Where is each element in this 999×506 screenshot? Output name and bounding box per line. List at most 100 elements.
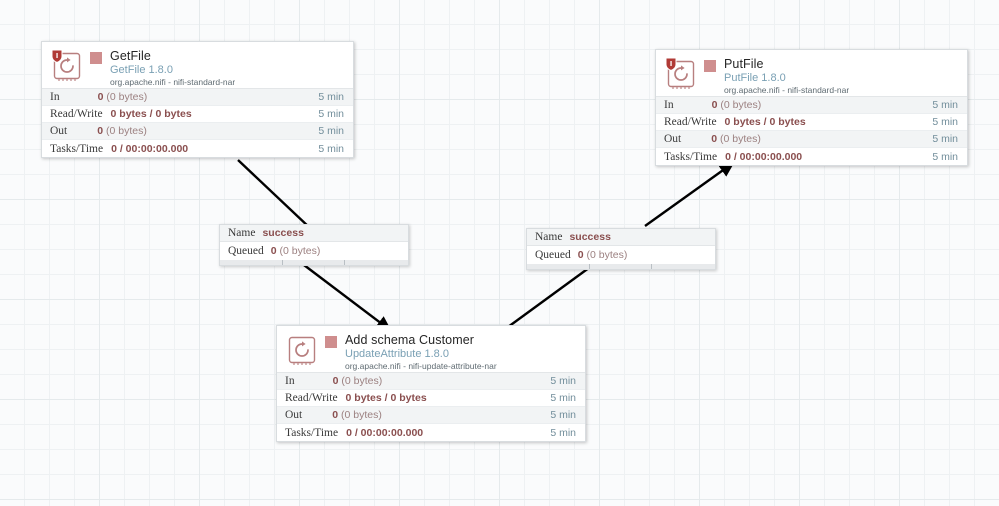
stat-value-read-write: 0 bytes / 0 bytes	[345, 392, 427, 404]
processor-icon	[50, 49, 84, 83]
stat-label-read-write: Read/Write	[664, 116, 717, 128]
stat-label-read-write: Read/Write	[50, 108, 103, 120]
stat-number: 0	[97, 91, 104, 103]
stat-time-in: 5 min	[318, 91, 344, 103]
processor-bundle: org.apache.nifi - nifi-standard-nar	[110, 77, 236, 88]
stat-time-in: 5 min	[932, 99, 958, 111]
queued-size: (0 bytes)	[586, 248, 628, 261]
stat-row: Tasks/Time 0 / 00:00:00.000 5 min	[277, 424, 585, 441]
processor-putfile[interactable]: PutFile PutFile 1.8.0 org.apache.nifi - …	[655, 49, 968, 166]
stat-time-in: 5 min	[550, 375, 576, 387]
stat-time-read-write: 5 min	[550, 392, 576, 404]
processor-header: GetFile GetFile 1.8.0 org.apache.nifi - …	[42, 42, 353, 88]
edge-updateattribute-to-label	[507, 261, 598, 328]
processor-name: GetFile	[110, 49, 151, 63]
stat-row: In 0 (0 bytes) 5 min	[277, 373, 585, 390]
stat-label-tasks-time: Tasks/Time	[664, 150, 718, 163]
stat-label-in: In	[664, 99, 674, 111]
processor-titles: PutFile PutFile 1.8.0 org.apache.nifi - …	[724, 57, 849, 96]
stat-detail: (0 bytes)	[341, 375, 383, 387]
stat-detail: (0 bytes)	[720, 133, 761, 145]
connection-name-label: Name	[228, 227, 256, 239]
connection-name-row: Name success	[527, 229, 715, 246]
processor-stats: In 0 (0 bytes) 5 min Read/Write 0 bytes …	[656, 96, 967, 165]
stat-number: 0	[332, 409, 339, 421]
connection-name-value: success	[262, 227, 304, 239]
stat-detail: (0 bytes)	[106, 125, 147, 137]
processor-titles: GetFile GetFile 1.8.0 org.apache.nifi - …	[110, 49, 235, 88]
connection-name-value: success	[569, 231, 611, 243]
stat-value-tasks-time: 0 / 00:00:00.000	[346, 426, 424, 439]
stat-value-tasks-time: 0 / 00:00:00.000	[725, 150, 803, 163]
backpressure-bar	[527, 263, 715, 269]
connection-queued-value: 0 (0 bytes)	[578, 249, 628, 261]
stat-row: Out 0 (0 bytes) 5 min	[277, 407, 585, 424]
stat-label-out: Out	[285, 409, 303, 421]
stat-label-tasks-time: Tasks/Time	[285, 426, 339, 439]
processor-header: Add schema Customer UpdateAttribute 1.8.…	[277, 326, 585, 372]
connection-name-row: Name success	[220, 225, 408, 242]
stop-state-icon	[325, 336, 337, 348]
stat-value-out: 0 (0 bytes)	[67, 125, 318, 137]
processor-type: PutFile 1.8.0	[724, 72, 786, 84]
queued-count: 0	[577, 248, 584, 261]
stat-row: Tasks/Time 0 / 00:00:00.000 5 min	[42, 140, 353, 157]
stat-detail: (0 bytes)	[106, 91, 148, 103]
connection-queued-label: Queued	[535, 248, 571, 261]
stat-label-out: Out	[50, 125, 68, 137]
queued-count: 0	[270, 244, 277, 257]
stat-row: In 0 (0 bytes) 5 min	[656, 97, 967, 114]
stat-value-read-write: 0 bytes / 0 bytes	[110, 108, 192, 120]
stat-row: Read/Write 0 bytes / 0 bytes 5 min	[656, 114, 967, 131]
stat-label-tasks-time: Tasks/Time	[50, 142, 104, 155]
processor-name: Add schema Customer	[345, 333, 475, 347]
connection-queued-row: Queued 0 (0 bytes)	[220, 242, 408, 259]
shield-badge-icon	[51, 49, 63, 64]
processor-stats: In 0 (0 bytes) 5 min Read/Write 0 bytes …	[277, 372, 585, 441]
stop-state-icon	[90, 52, 102, 64]
stat-value-out: 0 (0 bytes)	[681, 133, 932, 145]
stat-time-tasks: 5 min	[318, 142, 344, 155]
stat-label-in: In	[285, 375, 295, 387]
stop-state-icon	[704, 60, 716, 72]
processor-type: GetFile 1.8.0	[110, 64, 173, 76]
connection-queued-value: 0 (0 bytes)	[271, 245, 321, 257]
connection-queued-label: Queued	[228, 244, 264, 257]
processor-icon	[285, 333, 319, 367]
connection-name-label: Name	[535, 231, 563, 243]
connection-label-updateattribute-to-putfile[interactable]: Name success Queued 0 (0 bytes)	[526, 228, 716, 270]
stat-value-read-write: 0 bytes / 0 bytes	[724, 116, 806, 128]
stat-detail: (0 bytes)	[720, 99, 762, 111]
processor-stats: In 0 (0 bytes) 5 min Read/Write 0 bytes …	[42, 88, 353, 157]
stat-time-tasks: 5 min	[932, 150, 958, 163]
processor-bundle: org.apache.nifi - nifi-update-attribute-…	[345, 361, 497, 372]
stat-time-read-write: 5 min	[318, 108, 344, 120]
stat-number: 0	[332, 375, 339, 387]
edge-label-to-putfile	[644, 161, 735, 227]
stat-row: Read/Write 0 bytes / 0 bytes 5 min	[277, 390, 585, 407]
connection-label-getfile-to-updateattribute[interactable]: Name success Queued 0 (0 bytes)	[219, 224, 409, 266]
stat-row: Read/Write 0 bytes / 0 bytes 5 min	[42, 106, 353, 123]
stat-number: 0	[711, 99, 718, 111]
processor-type: UpdateAttribute 1.8.0	[345, 348, 449, 360]
stat-row: Out 0 (0 bytes) 5 min	[42, 123, 353, 140]
backpressure-bar	[220, 259, 408, 265]
stat-row: Tasks/Time 0 / 00:00:00.000 5 min	[656, 148, 967, 165]
processor-name: PutFile	[724, 57, 764, 71]
edge-getfile-to-label	[237, 159, 311, 229]
stat-detail: (0 bytes)	[341, 409, 382, 421]
stat-time-out: 5 min	[550, 409, 576, 421]
stat-time-out: 5 min	[318, 125, 344, 137]
stat-number: 0	[711, 133, 718, 145]
processor-bundle: org.apache.nifi - nifi-standard-nar	[724, 85, 850, 96]
processor-getfile[interactable]: GetFile GetFile 1.8.0 org.apache.nifi - …	[41, 41, 354, 158]
stat-value-in: 0 (0 bytes)	[295, 375, 551, 387]
stat-value-in: 0 (0 bytes)	[60, 91, 319, 103]
stat-value-out: 0 (0 bytes)	[302, 409, 550, 421]
connection-queued-row: Queued 0 (0 bytes)	[527, 246, 715, 263]
processor-titles: Add schema Customer UpdateAttribute 1.8.…	[345, 333, 497, 372]
queued-size: (0 bytes)	[279, 244, 321, 257]
processor-add-schema-customer[interactable]: Add schema Customer UpdateAttribute 1.8.…	[276, 325, 586, 442]
stat-label-read-write: Read/Write	[285, 392, 338, 404]
